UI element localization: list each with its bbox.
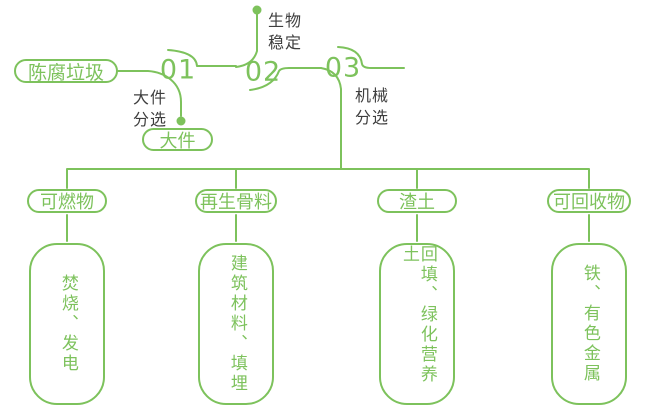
arc-step03 <box>337 46 405 69</box>
source-label: 陈腐垃圾 <box>27 61 104 84</box>
step-label-bio-stabilization: 生物 稳定 <box>268 11 303 52</box>
branch-box-combustibles: 焚烧、发电 <box>29 243 105 405</box>
distribution-bar <box>66 168 590 189</box>
output-pill-bulky: 大件 <box>142 128 213 152</box>
step-label-mechanical-sorting: 机械 分选 <box>355 86 390 127</box>
branch-box-recycled-aggregate: 建筑材料、填埋 <box>198 243 274 405</box>
line-step02-to-step03 <box>249 67 322 91</box>
branch-box-recyclables-text: 铁、有色金属 <box>579 264 600 384</box>
branch-box-recycled-aggregate-text: 建筑材料、填埋 <box>226 254 247 394</box>
node-dot-bio <box>252 5 262 15</box>
output-pill-bulky-label: 大件 <box>159 130 196 152</box>
line-step03-down <box>320 67 342 170</box>
branch-pill-slag-soil: 渣土 <box>377 189 457 213</box>
line-source-to-step01 <box>117 70 182 117</box>
branch-box-combustibles-text: 焚烧、发电 <box>57 274 78 374</box>
branch-box-slag-soil-text: 回填、绿化营养土 <box>399 245 437 385</box>
step-number-02: 02 <box>244 56 282 88</box>
branch-pill-recyclables-label: 可回收物 <box>553 192 625 213</box>
branch-pill-recycled-aggregate-label: 再生骨料 <box>200 192 272 213</box>
pill-box-connectors <box>66 214 590 242</box>
branch-box-recyclables: 铁、有色金属 <box>551 243 627 405</box>
step-label-bulky-sorting: 大件 分选 <box>133 88 168 129</box>
branch-pill-recycled-aggregate: 再生骨料 <box>195 189 277 213</box>
branch-pill-recyclables: 可回收物 <box>547 189 631 213</box>
node-dot-bulky <box>176 116 186 126</box>
branch-pill-combustibles-label: 可燃物 <box>40 192 94 213</box>
arc-step01 <box>167 49 237 67</box>
step-number-01: 01 <box>159 54 197 86</box>
line-step02-up <box>235 13 258 68</box>
source-pill: 陈腐垃圾 <box>14 59 118 84</box>
branch-pill-slag-soil-label: 渣土 <box>399 192 435 213</box>
branch-box-slag-soil: 回填、绿化营养土 <box>379 243 455 405</box>
branch-pill-combustibles: 可燃物 <box>27 189 107 213</box>
step-number-03: 03 <box>324 52 362 84</box>
